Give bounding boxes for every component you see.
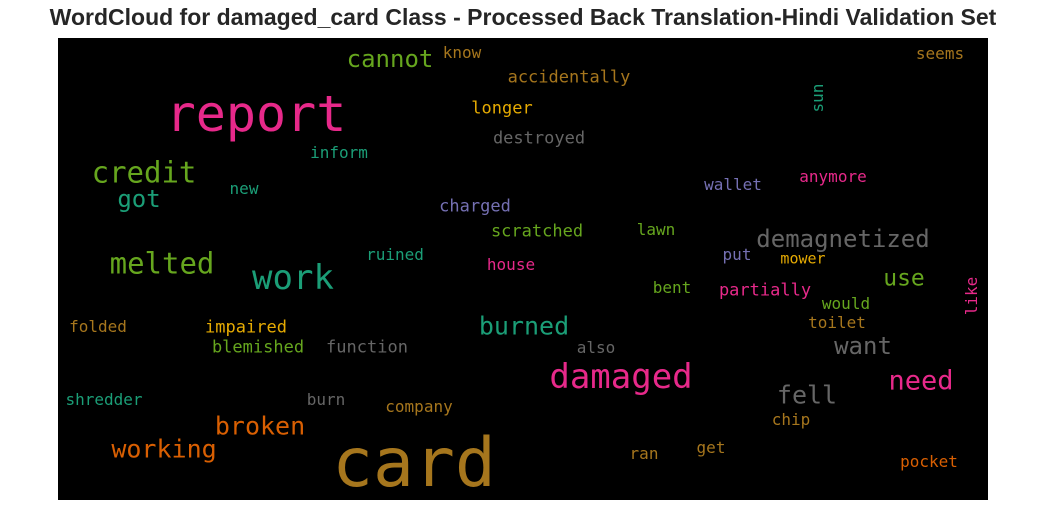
word-broken: broken	[214, 411, 306, 441]
word-bent: bent	[652, 278, 692, 297]
word-working: working	[111, 434, 217, 464]
word-got: got	[117, 185, 161, 213]
word-report: report	[165, 85, 347, 143]
word-function: function	[326, 337, 408, 358]
word-card: card	[332, 424, 496, 500]
wordcloud-canvas: card report damaged work melted credit demagne…	[58, 38, 988, 500]
word-anymore: anymore	[799, 167, 867, 186]
word-accidentally: accidentally	[507, 67, 631, 88]
word-company: company	[385, 397, 453, 416]
word-impaired: impaired	[205, 317, 287, 338]
word-shredder: shredder	[65, 390, 143, 409]
word-burned: burned	[478, 311, 570, 341]
word-seems: seems	[915, 44, 965, 63]
word-longer: longer	[471, 98, 533, 119]
word-new: new	[229, 179, 259, 198]
word-fell: fell	[776, 380, 838, 410]
word-toilet: toilet	[808, 313, 866, 332]
word-damaged: damaged	[549, 357, 693, 397]
word-also: also	[576, 338, 616, 357]
word-cannot: cannot	[346, 45, 434, 73]
word-lawn: lawn	[636, 220, 676, 239]
word-demagnetized: demagnetized	[756, 225, 930, 253]
word-chip: chip	[771, 410, 811, 429]
word-get: get	[696, 438, 726, 457]
word-burn: burn	[306, 390, 346, 409]
word-wallet: wallet	[704, 175, 762, 194]
word-would: would	[821, 294, 871, 313]
word-scratched: scratched	[490, 221, 584, 242]
word-want: want	[834, 332, 892, 360]
word-credit: credit	[91, 155, 197, 190]
word-house: house	[486, 255, 536, 274]
word-blemished: blemished	[211, 337, 305, 358]
word-melted: melted	[109, 246, 215, 281]
word-charged: charged	[439, 196, 511, 217]
chart-title: WordCloud for damaged_card Class - Proce…	[49, 4, 997, 30]
word-destroyed: destroyed	[492, 128, 586, 149]
word-ruined: ruined	[366, 245, 424, 264]
word-pocket: pocket	[900, 452, 958, 471]
word-folded: folded	[69, 317, 127, 336]
word-use: use	[883, 265, 925, 292]
word-need: need	[888, 365, 954, 397]
word-work: work	[252, 258, 334, 298]
word-partially: partially	[718, 280, 812, 301]
word-ran: ran	[629, 444, 659, 463]
word-sun: sun	[808, 83, 827, 113]
word-know: know	[442, 43, 482, 62]
word-inform: inform	[310, 143, 368, 162]
word-like: like	[962, 276, 981, 316]
word-mower: mower	[780, 249, 826, 268]
word-put: put	[722, 245, 752, 264]
